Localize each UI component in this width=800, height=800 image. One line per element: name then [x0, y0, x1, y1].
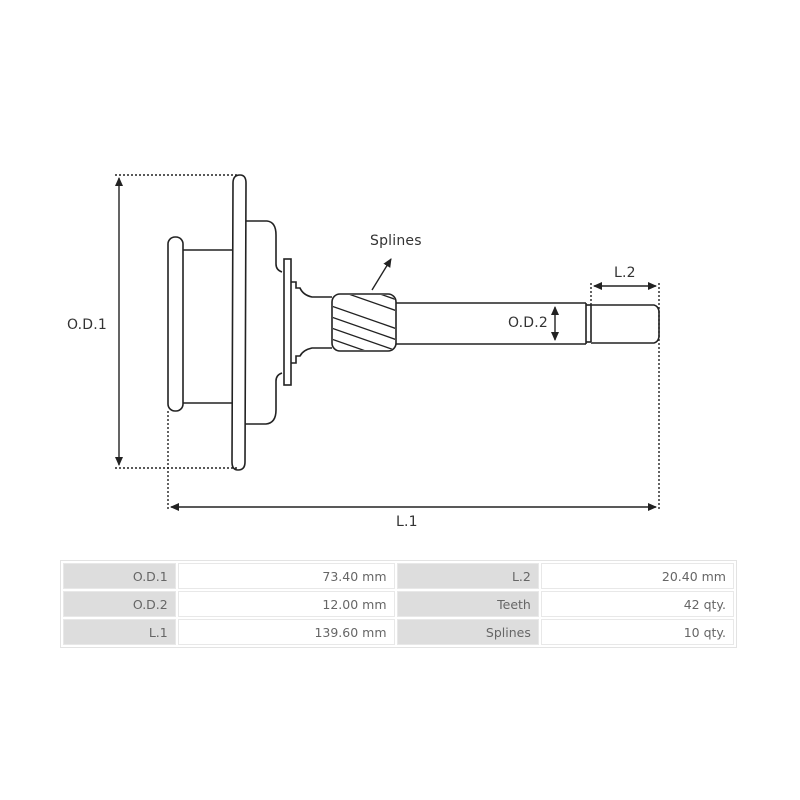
spec-value: 42 qty.	[540, 591, 734, 617]
technical-drawing: O.D.1 O.D.2 L.1 L.2 Splines	[67, 174, 660, 530]
spec-key: O.D.1	[63, 563, 176, 589]
od1-label: O.D.1	[67, 317, 108, 333]
spec-value: 12.00 mm	[177, 591, 395, 617]
splines-label: Splines	[370, 233, 422, 249]
l1-label: L.1	[396, 514, 418, 530]
spec-key: O.D.2	[63, 591, 176, 617]
spline-gear	[331, 293, 397, 352]
table-row: O.D.1 73.40 mm L.2 20.40 mm	[63, 563, 734, 589]
main-disc	[231, 174, 247, 471]
spec-value: 73.40 mm	[177, 563, 395, 589]
spec-key: L.1	[63, 619, 176, 645]
table-row: O.D.2 12.00 mm Teeth 42 qty.	[63, 591, 734, 617]
spec-value: 10 qty.	[540, 619, 734, 645]
spec-key: L.2	[396, 563, 539, 589]
spec-key: Splines	[396, 619, 539, 645]
spec-value: 139.60 mm	[177, 619, 395, 645]
splines-leader	[371, 258, 392, 291]
specifications-table: O.D.1 73.40 mm L.2 20.40 mm O.D.2 12.00 …	[60, 560, 737, 648]
l2-label: L.2	[614, 265, 636, 281]
rear-flange	[167, 236, 184, 412]
drive-shaft-drawing	[115, 174, 660, 511]
table-row: L.1 139.60 mm Splines 10 qty.	[63, 619, 734, 645]
plate	[283, 258, 292, 386]
shaft-tip	[591, 304, 660, 344]
od2-label: O.D.2	[508, 315, 549, 331]
spec-key: Teeth	[396, 591, 539, 617]
spec-value: 20.40 mm	[540, 563, 734, 589]
